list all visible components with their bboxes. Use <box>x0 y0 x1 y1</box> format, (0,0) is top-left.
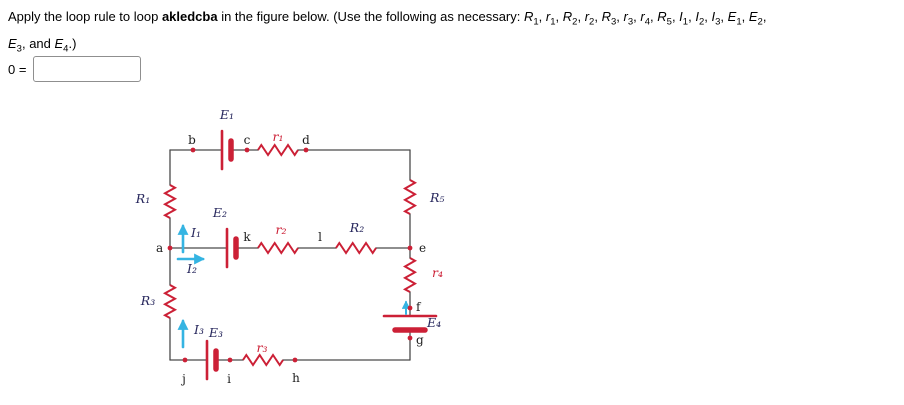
node-label-c: c <box>244 133 251 147</box>
answer-row: 0 = <box>8 56 142 82</box>
battery-E4 <box>382 314 438 333</box>
node-label-l: l <box>318 230 322 244</box>
label-I2: I₂ <box>186 261 197 276</box>
battery-E1 <box>220 129 234 171</box>
node-label-k: k <box>243 230 251 244</box>
label-E1: E₁ <box>219 107 234 122</box>
resistor-r4 <box>402 257 418 293</box>
label-r1: r₁ <box>273 129 284 144</box>
resistor-R1 <box>162 184 178 219</box>
node-label-j: j <box>180 372 186 386</box>
label-I1: I₁ <box>190 225 201 240</box>
question-text: Apply the loop rule to loop akledcba in … <box>8 9 767 55</box>
battery-E3 <box>205 339 219 381</box>
label-E4: E₄ <box>426 315 441 330</box>
label-R1: R₁ <box>135 191 150 206</box>
battery-E2 <box>225 227 239 269</box>
label-E2: E₂ <box>212 205 227 220</box>
node-label-b: b <box>188 133 196 147</box>
label-r3: r₃ <box>257 340 268 355</box>
resistor-r2 <box>257 241 299 255</box>
label-I3: I₃ <box>193 322 204 337</box>
node-label-i: i <box>227 372 231 386</box>
node-label-f: f <box>416 300 422 314</box>
node-label-d: d <box>302 133 310 147</box>
node-label-g: g <box>416 333 424 347</box>
resistor-r1 <box>257 143 299 157</box>
label-E3: E₃ <box>208 325 223 340</box>
resistor-R3 <box>162 284 178 319</box>
label-r4: r₄ <box>432 265 443 280</box>
resistor-r3 <box>242 353 284 367</box>
answer-input[interactable] <box>33 56 142 82</box>
node-label-e: e <box>419 241 426 255</box>
resistor-R2 <box>335 241 377 255</box>
label-R2: R₂ <box>349 220 364 235</box>
resistor-R5 <box>402 179 418 215</box>
node-label-a: a <box>156 241 163 255</box>
label-R5: R₅ <box>429 190 444 205</box>
node-label-h: h <box>292 371 300 385</box>
node-dots <box>167 147 413 363</box>
label-R3: R₃ <box>140 293 155 308</box>
answer-prefix: 0 = <box>8 61 27 77</box>
label-r2: r₂ <box>276 222 287 237</box>
